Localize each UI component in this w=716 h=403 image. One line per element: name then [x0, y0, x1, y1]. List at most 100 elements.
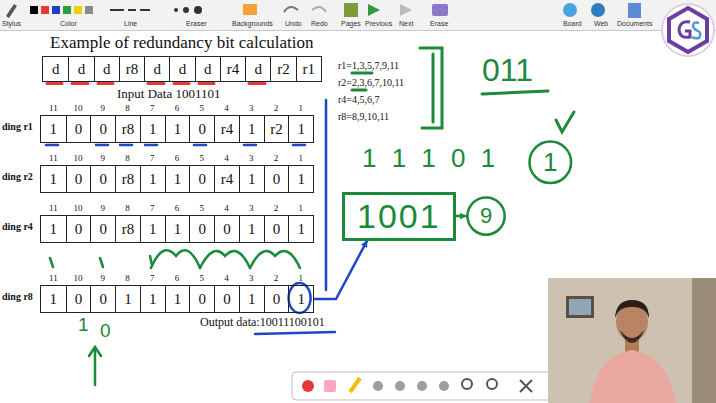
bit-cell: 0	[189, 216, 214, 242]
top-toolbar	[6, 4, 17, 18]
top-toolbar	[628, 3, 641, 18]
blue-marker-dashes	[46, 144, 58, 147]
bit-position: 2	[266, 103, 286, 113]
top-toolbar	[194, 6, 202, 14]
bit-row: 100r81100101	[40, 215, 314, 243]
toolbar-label: Undo	[285, 20, 302, 28]
bit-position: 7	[142, 273, 162, 283]
top-toolbar	[432, 4, 448, 16]
bit-position: 11	[43, 153, 63, 163]
red-marker-dashes	[199, 82, 214, 85]
bit-row: 100r8110r41r21	[40, 115, 314, 143]
top-toolbar	[368, 4, 380, 16]
green-hop-arcs	[100, 258, 103, 267]
top-toolbar	[183, 7, 189, 13]
blue-marker-dashes	[244, 144, 256, 147]
top-toolbar	[243, 4, 257, 15]
bit-row: 100r8110r4101	[40, 165, 314, 193]
blue-marker-dashes	[194, 144, 206, 147]
toolbar-label: Erase	[430, 20, 448, 28]
red-marker-dashes	[98, 82, 113, 85]
red-marker-dashes	[249, 82, 265, 85]
circle-outline	[530, 142, 572, 184]
bit-template-row: dddr8dddr4dr2r1	[42, 56, 322, 82]
top-toolbar	[591, 3, 605, 17]
circled-text: 9	[480, 204, 492, 228]
top-toolbar	[344, 3, 358, 17]
bit-cell: 0	[66, 286, 91, 312]
green-bracket	[352, 72, 372, 75]
bit-cell: 1	[115, 286, 140, 312]
row-caption: ding r2	[2, 171, 33, 183]
bit-position: 7	[142, 103, 162, 113]
bit-position: 1	[291, 203, 311, 213]
bottom-toolbar	[324, 380, 336, 392]
bit-position: 9	[93, 153, 113, 163]
bit-cell: 0	[214, 286, 239, 312]
bottom-toolbar	[292, 372, 554, 400]
top-toolbar	[0, 30, 716, 31]
toolbar-label: Next	[399, 20, 413, 28]
bit-position: 3	[241, 273, 261, 283]
bottom-toolbar	[350, 378, 360, 392]
bit-cell: d	[43, 57, 68, 81]
bit-cell: 1	[165, 166, 190, 192]
bit-cell: 0	[90, 286, 115, 312]
circled-bit: 1	[528, 140, 573, 185]
top-toolbar	[400, 4, 412, 16]
channel-logo	[669, 8, 707, 52]
bit-cell: 1	[288, 216, 313, 242]
bit-position: 8	[118, 273, 138, 283]
blue-marker-lines	[255, 332, 335, 334]
green-hop-arcs	[200, 251, 250, 268]
bit-position: 2	[266, 203, 286, 213]
bit-position: 5	[192, 273, 212, 283]
output-data: Output data:10011100101	[200, 316, 325, 330]
green-bracket	[432, 54, 435, 122]
circled-number: 9	[466, 196, 506, 236]
toolbar-label: Board	[563, 20, 582, 28]
presenter-webcam	[620, 330, 644, 343]
input-data: Input Data 1001101	[117, 87, 221, 102]
channel-logo	[692, 22, 700, 38]
bit-row: 10011100101	[40, 285, 314, 313]
green-bracket	[352, 89, 366, 92]
bit-cell: 0	[189, 166, 214, 192]
bit-cell: r8	[115, 166, 140, 192]
bit-cell: r2	[270, 57, 295, 81]
bit-position: 4	[216, 153, 236, 163]
red-marker-dashes	[174, 82, 189, 85]
red-marker-dashes	[47, 82, 265, 85]
bit-cell: 0	[214, 216, 239, 242]
bit-position: 10	[68, 203, 88, 213]
bit-cell: 1	[140, 286, 165, 312]
bit-position: 8	[118, 103, 138, 113]
slide-title: Example of redundancy bit calculation	[50, 33, 313, 53]
blue-marker-dashes	[120, 144, 132, 147]
bottom-toolbar	[302, 380, 314, 392]
bit-position: 6	[167, 103, 187, 113]
bit-cell: r1	[296, 57, 321, 81]
bit-cell: 0	[66, 216, 91, 242]
bit-cell: d	[144, 57, 169, 81]
presenter-webcam	[590, 350, 676, 403]
bit-cell: 1	[288, 116, 313, 142]
bit-position: 9	[93, 103, 113, 113]
bit-cell: d	[245, 57, 270, 81]
row-caption: ding r8	[2, 291, 33, 303]
bit-position: 3	[241, 153, 261, 163]
bit-cell: d	[94, 57, 119, 81]
connector-arrow	[456, 215, 466, 218]
bit-cell: r2	[264, 116, 289, 142]
bit-cell: 0	[66, 116, 91, 142]
bit-cell: 1	[41, 116, 66, 142]
bit-position: 1	[291, 153, 311, 163]
bit-position: 8	[118, 153, 138, 163]
bit-cell: r4	[214, 116, 239, 142]
bit-position: 10	[68, 273, 88, 283]
bit-position: 6	[167, 153, 187, 163]
red-marker-dashes	[47, 82, 62, 85]
bit-cell: 1	[41, 286, 66, 312]
top-toolbar	[41, 6, 49, 14]
bottom-toolbar	[520, 380, 532, 392]
